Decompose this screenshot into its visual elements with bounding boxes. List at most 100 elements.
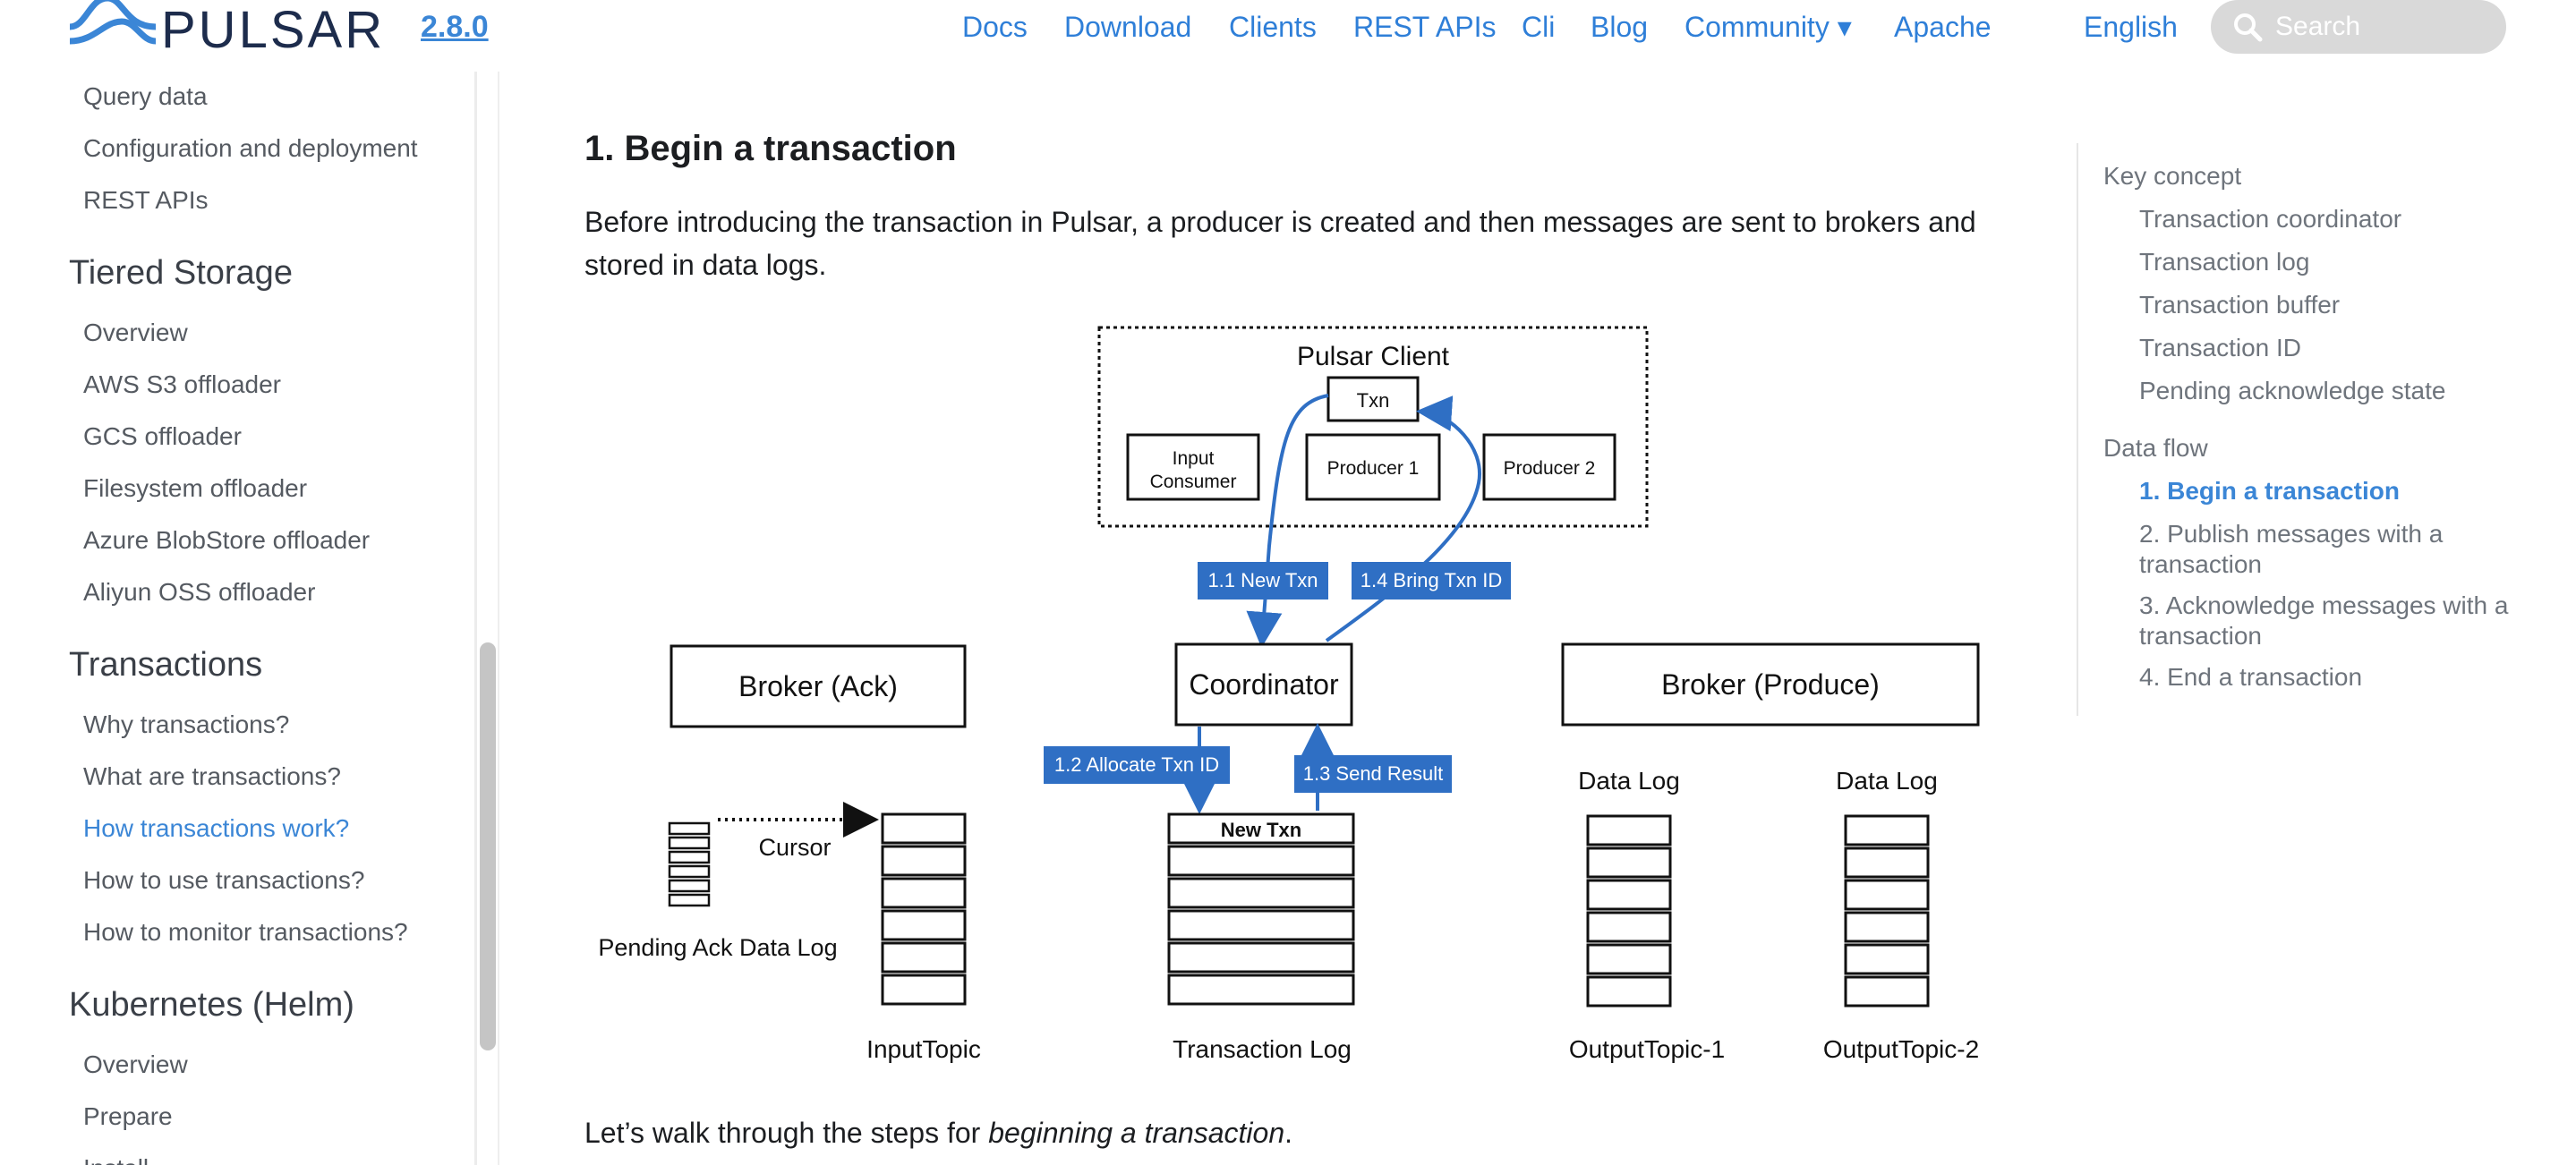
nav-link[interactable]: REST APIs bbox=[1353, 11, 1497, 43]
txn-box bbox=[1326, 376, 1420, 422]
producer-2-label: Producer 2 bbox=[1504, 458, 1596, 479]
producer-2-box bbox=[1482, 433, 1616, 501]
step-bring-txn-id-badge bbox=[1352, 562, 1511, 600]
data-log-1-label: Data Log bbox=[1578, 767, 1680, 795]
coordinator-label: Coordinator bbox=[1189, 668, 1339, 701]
sidebar-item-install[interactable]: Install bbox=[83, 1152, 149, 1165]
sidebar-item-how-to-monitor[interactable]: How to monitor transactions? bbox=[83, 918, 408, 946]
pulsar-client-box bbox=[1097, 326, 1649, 528]
top-navbar: PULSAR 2.8.0 Docs Download Clients REST … bbox=[0, 0, 2576, 59]
data-log-2-label: Data Log bbox=[1836, 767, 1938, 795]
nav-rest-apis[interactable]: REST APIs bbox=[1353, 5, 1496, 48]
sidebar-section-transactions[interactable]: Transactions bbox=[69, 646, 263, 684]
logo-text: PULSAR bbox=[161, 1, 386, 59]
transaction-begin-diagram: Pulsar Client Txn Input Consumer Produce… bbox=[598, 326, 1980, 1063]
input-topic-stack bbox=[881, 812, 967, 1006]
transaction-log-stack bbox=[1167, 812, 1355, 1006]
step-new-txn-label: 1.1 New Txn bbox=[1207, 569, 1318, 591]
broker-produce-box bbox=[1561, 642, 1980, 727]
toc-key-concept[interactable]: Key concept bbox=[2103, 162, 2242, 190]
toc-border bbox=[2077, 143, 2078, 716]
sidebar-section-tiered-storage[interactable]: Tiered Storage bbox=[69, 254, 293, 292]
language-selector[interactable]: English bbox=[2084, 5, 2178, 48]
pulsar-logo-icon bbox=[69, 0, 157, 45]
sidebar-item-how-to-use[interactable]: How to use transactions? bbox=[83, 866, 365, 894]
nav-link[interactable]: Docs bbox=[962, 11, 1028, 43]
sidebar-item-rest-apis[interactable]: REST APIs bbox=[83, 186, 209, 214]
toc-pending-acknowledge-state[interactable]: Pending acknowledge state bbox=[2139, 377, 2446, 404]
toc-acknowledge-messages[interactable]: 3. Acknowledge messages with a transacti… bbox=[2139, 591, 2509, 650]
input-topic-label: InputTopic bbox=[866, 1035, 981, 1063]
sidebar-item-aliyun[interactable]: Aliyun OSS offloader bbox=[83, 578, 316, 606]
sidebar-item-k8s-overview[interactable]: Overview bbox=[83, 1050, 188, 1078]
toc-begin-transaction[interactable]: 1. Begin a transaction bbox=[2139, 477, 2400, 505]
broker-produce-label: Broker (Produce) bbox=[1661, 668, 1880, 701]
nav-link[interactable]: Blog bbox=[1591, 11, 1649, 43]
nav-clients[interactable]: Clients bbox=[1229, 5, 1317, 48]
walkthrough-text: Let’s walk through the steps for bbox=[584, 1117, 989, 1149]
step-bring-txn-id-label: 1.4 Bring Txn ID bbox=[1361, 569, 1503, 591]
nav-link[interactable]: Clients bbox=[1229, 11, 1317, 43]
nav-link[interactable]: Cli bbox=[1522, 11, 1556, 43]
nav-blog[interactable]: Blog bbox=[1591, 5, 1648, 48]
toc-transaction-log[interactable]: Transaction log bbox=[2139, 248, 2310, 276]
new-txn-arrow bbox=[1246, 394, 1329, 648]
sidebar-item-what-are-transactions[interactable]: What are transactions? bbox=[83, 762, 341, 790]
coordinator-box bbox=[1174, 642, 1353, 727]
search-input[interactable] bbox=[2275, 12, 2490, 42]
step-allocate-label: 1.2 Allocate Txn ID bbox=[1054, 753, 1219, 776]
sidebar-item-gcs[interactable]: GCS offloader bbox=[83, 422, 242, 450]
output-topic-1-label: OutputTopic-1 bbox=[1569, 1035, 1725, 1063]
toc-data-flow[interactable]: Data flow bbox=[2103, 434, 2208, 462]
sidebar-item-prepare[interactable]: Prepare bbox=[83, 1102, 173, 1130]
sidebar-item-aws-s3[interactable]: AWS S3 offloader bbox=[83, 370, 282, 398]
nav-link[interactable]: Community ▾ bbox=[1685, 11, 1852, 43]
input-consumer-box bbox=[1126, 433, 1260, 501]
sidebar-border bbox=[474, 72, 477, 1165]
step-send-result-badge bbox=[1294, 755, 1452, 793]
sidebar-scrollbar[interactable] bbox=[480, 642, 496, 1050]
language-link[interactable]: English bbox=[2084, 11, 2178, 43]
search-box[interactable] bbox=[2211, 0, 2506, 54]
sidebar-item-overview[interactable]: Overview bbox=[83, 319, 188, 346]
nav-apache[interactable]: Apache bbox=[1894, 5, 1992, 48]
sidebar-item-why-transactions[interactable]: Why transactions? bbox=[83, 710, 290, 738]
txn-label: Txn bbox=[1357, 389, 1390, 412]
output-topic-2-stack bbox=[1844, 814, 1930, 1008]
nav-download[interactable]: Download bbox=[1064, 5, 1191, 48]
toc-end-transaction[interactable]: 4. End a transaction bbox=[2139, 663, 2363, 691]
toc-transaction-id[interactable]: Transaction ID bbox=[2139, 334, 2302, 361]
toc-transaction-coordinator[interactable]: Transaction coordinator bbox=[2139, 205, 2402, 233]
nav-docs[interactable]: Docs bbox=[962, 5, 1028, 48]
toc-publish-messages[interactable]: 2. Publish messages with a transaction bbox=[2139, 520, 2444, 578]
step-send-result-label: 1.3 Send Result bbox=[1303, 762, 1444, 785]
sidebar-section-kubernetes[interactable]: Kubernetes (Helm) bbox=[69, 986, 354, 1024]
version-link[interactable]: 2.8.0 bbox=[421, 10, 489, 44]
section-heading: 1. Begin a transaction bbox=[584, 129, 957, 168]
producer-1-box bbox=[1305, 433, 1441, 501]
input-consumer-label: Consumer bbox=[1150, 472, 1237, 492]
cursor-label: Cursor bbox=[758, 834, 831, 861]
broker-ack-box bbox=[670, 644, 967, 728]
pending-ack-log-label: Pending Ack Data Log bbox=[598, 934, 837, 961]
nav-cli[interactable]: Cli bbox=[1522, 5, 1555, 48]
nav-link[interactable]: Apache bbox=[1894, 11, 1992, 43]
sidebar-item-filesystem[interactable]: Filesystem offloader bbox=[83, 474, 308, 502]
bring-txn-id-arrow bbox=[1325, 395, 1482, 642]
sidebar-item-query-data[interactable]: Query data bbox=[83, 82, 208, 110]
sidebar-item-configuration[interactable]: Configuration and deployment bbox=[83, 134, 418, 162]
intro-paragraph: Before introducing the transaction in Pu… bbox=[584, 206, 1976, 281]
sidebar-item-azure[interactable]: Azure BlobStore offloader bbox=[83, 526, 371, 554]
step-allocate-badge bbox=[1044, 746, 1230, 784]
transaction-log-label: Transaction Log bbox=[1173, 1035, 1352, 1063]
walkthrough-paragraph: Let’s walk through the steps for beginni… bbox=[584, 1113, 1292, 1152]
toc-transaction-buffer[interactable]: Transaction buffer bbox=[2139, 291, 2341, 319]
walkthrough-emphasis: beginning a transaction bbox=[988, 1117, 1285, 1149]
nav-community[interactable]: Community ▾ bbox=[1685, 5, 1852, 48]
input-consumer-label: Input bbox=[1173, 448, 1215, 469]
search-icon bbox=[2234, 13, 2263, 42]
sidebar-item-how-transactions-work[interactable]: How transactions work? bbox=[83, 814, 350, 842]
pulsar-client-title: Pulsar Client bbox=[1297, 342, 1450, 371]
output-topic-2-label: OutputTopic-2 bbox=[1823, 1035, 1979, 1063]
nav-link[interactable]: Download bbox=[1064, 11, 1192, 43]
